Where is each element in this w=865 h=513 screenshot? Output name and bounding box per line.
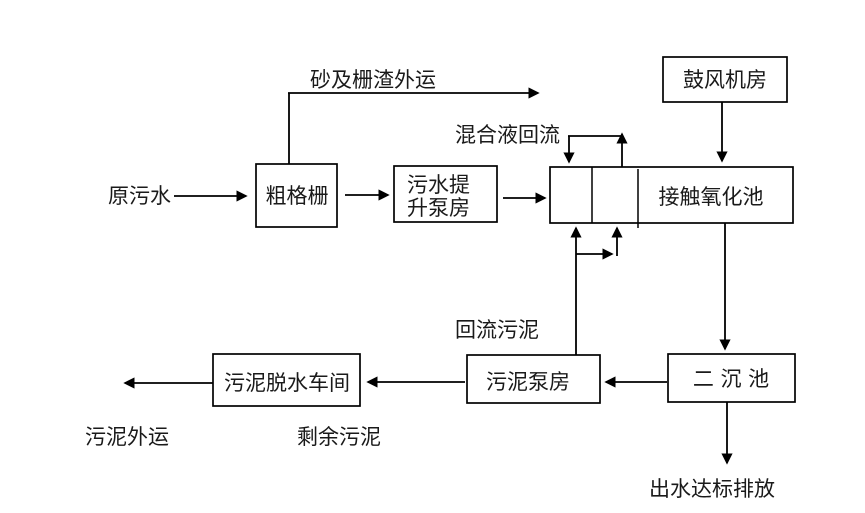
lift-pump-station-label-line1: 污水提: [407, 173, 470, 197]
sludge-dewatering-workshop-rect: [212, 353, 361, 407]
label-excess-sludge: 剩余污泥: [297, 425, 381, 449]
label-return-sludge: 回流污泥: [455, 318, 539, 342]
blower-room-rect: [662, 56, 788, 103]
contact-oxidation-tank-label: 接触氧化池: [659, 185, 764, 209]
box-sludge-pump-station: 污泥泵房: [466, 354, 601, 404]
box-contact-oxidation-tank: 接触氧化池: [549, 166, 794, 228]
contact-oxidation-tank-rect: [549, 166, 794, 224]
label-raw-sewage: 原污水: [108, 184, 171, 208]
label-sand-and-screenings-hauling: 砂及栅渣外运: [310, 68, 436, 92]
label-mixed-liquor-recirculation: 混合液回流: [455, 123, 560, 147]
label-effluent-discharge: 出水达标排放: [649, 477, 775, 501]
coarse-screen-label: 粗格栅: [266, 184, 329, 208]
coarse-screen-rect: [255, 163, 338, 228]
lift-pump-station-label-line2: 升泵房: [407, 196, 470, 220]
label-sludge-hauling: 污泥外运: [85, 425, 169, 449]
sludge-dewatering-workshop-label: 污泥脱水车间: [224, 371, 350, 395]
box-blower-room: 鼓风机房: [662, 56, 788, 103]
box-coarse-screen: 粗格栅: [255, 163, 338, 228]
lift-pump-station-rect: [393, 165, 498, 223]
box-sludge-dewatering-workshop: 污泥脱水车间: [212, 353, 361, 407]
blower-room-label: 鼓风机房: [683, 68, 767, 92]
secondary-clarifier-rect: [667, 353, 796, 403]
sludge-pump-station-rect: [466, 354, 601, 404]
secondary-clarifier-label: 二 沉 池: [693, 367, 769, 391]
box-lift-pump-station: 污水提 升泵房: [393, 165, 498, 223]
box-secondary-clarifier: 二 沉 池: [667, 353, 796, 403]
sludge-pump-station-label: 污泥泵房: [486, 370, 570, 394]
